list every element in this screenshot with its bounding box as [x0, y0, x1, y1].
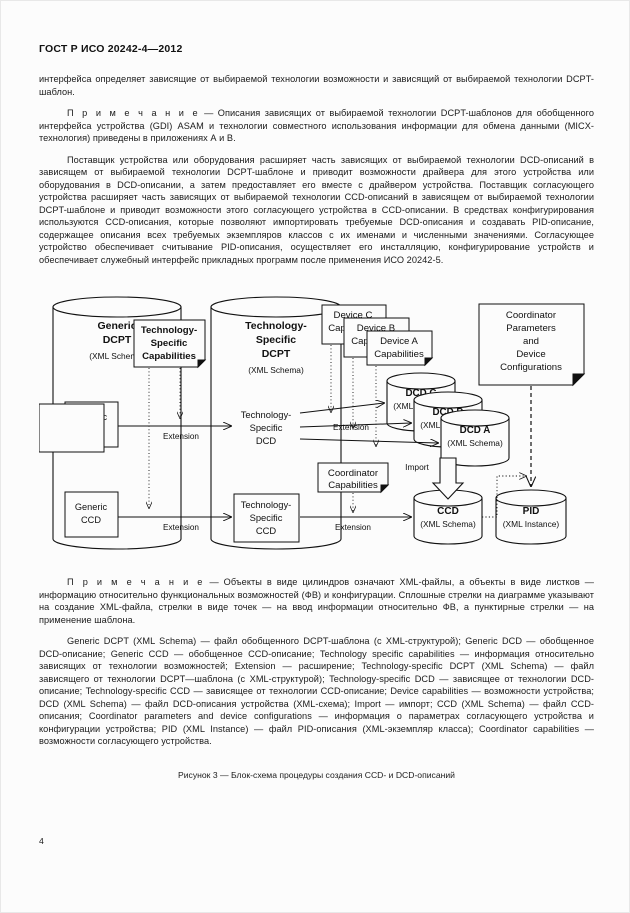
- coord-params-line-4: Device: [516, 349, 545, 360]
- block-diagram-svg: Generic DCPT (XML Schema) Generic DCD Ge…: [39, 296, 586, 550]
- dcd-b-title: DCD B: [432, 407, 463, 418]
- legend-note-lead: П р и м е ч а н и е: [67, 577, 205, 587]
- coord-caps-line-1: Coordinator: [328, 468, 379, 479]
- coord-caps-line-2: Capabilities: [328, 480, 378, 491]
- edge-label-extension-ccd: Extension: [335, 523, 371, 532]
- generic-dcpt-title-1: Generic: [97, 320, 136, 332]
- dcd-c-title: DCD C: [405, 388, 436, 399]
- tsc-line-3: Capabilities: [142, 351, 196, 362]
- tsdcd-line-3: DCD: [256, 435, 277, 446]
- paragraph-1: интерфейса определяет зависящие от выбир…: [39, 74, 594, 97]
- tsdcpt-sub: (XML Schema): [248, 365, 304, 375]
- device-a-line-2: Capabilities: [374, 349, 424, 360]
- figure-caption: Рисунок 3 — Блок-схема процедуры создани…: [178, 769, 455, 780]
- edge-label-extension-mid: Extension: [333, 423, 369, 432]
- edge-ts-dcd-to-dcd-c: [299, 403, 384, 414]
- coord-params-line-1: Coordinator: [506, 310, 557, 321]
- edge-label-extension-bottom: Extension: [163, 523, 199, 532]
- note-lead: П р и м е ч а н и е: [67, 108, 200, 118]
- generic-ccd-line-1: Generic: [75, 502, 108, 512]
- coord-params-line-2: Parameters: [506, 323, 556, 334]
- node-technology-specific-capabilities: Technology- Specific Capabilities: [133, 319, 207, 369]
- figure-legend: П р и м е ч а н и е — Объекты в виде цил…: [39, 576, 594, 748]
- edge-ccd-to-pid: [482, 476, 526, 518]
- tsdcpt-title-3: DCPT: [262, 348, 291, 360]
- edge-label-extension-top: Extension: [163, 432, 199, 441]
- device-c-line-1: Device C: [334, 310, 373, 321]
- device-a-line-1: Device A: [380, 336, 418, 347]
- generic-dcpt-sub: (XML Schema): [89, 351, 145, 361]
- coord-params-line-3: and: [523, 336, 539, 347]
- tsdcpt-title-2: Specific: [256, 334, 296, 346]
- node-technology-specific-dcd: Technology- Specific DCD: [39, 403, 292, 453]
- dcd-a-title: DCD A: [460, 425, 491, 436]
- edge-ts-dcd-to-dcd-b: [299, 423, 411, 428]
- edge-ts-dcd-to-dcd-a: [299, 438, 438, 443]
- page-content: ГОСТ Р ИСО 20242-4—2012 интерфейса опред…: [39, 43, 595, 780]
- tsdcd-line-1: Technology-: [241, 409, 292, 420]
- tsdcpt-title-1: Technology-: [245, 320, 307, 332]
- note-body: — Описания зависящих от выбираемой техно…: [39, 108, 595, 143]
- document-header: ГОСТ Р ИСО 20242-4—2012: [39, 43, 183, 55]
- node-pid: PID (XML Instance): [495, 489, 567, 545]
- tsdcd-line-2: Specific: [250, 422, 283, 433]
- legend-glossary: Generic DCPT (XML Schema) — файл обобщен…: [39, 636, 594, 746]
- paragraph-note-1: П р и м е ч а н и е — Описания зависящих…: [39, 107, 594, 145]
- node-coordinator-capabilities: Coordinator Capabilities: [317, 462, 390, 494]
- node-dcd-a: DCD A (XML Schema): [440, 409, 510, 467]
- paragraph-3: Поставщик устройства или оборудования ра…: [39, 154, 594, 265]
- edge-label-import: Import: [405, 462, 429, 472]
- node-technology-specific-dcpt: Technology- Specific DCPT (XML Schema): [210, 296, 342, 550]
- node-coordinator-parameters: Coordinator Parameters and Device Config…: [478, 303, 586, 387]
- node-device-a-capabilities: Device A Capabilities: [366, 330, 434, 367]
- pid-title: PID: [523, 506, 540, 517]
- ccd-title: CCD: [437, 506, 459, 517]
- tsccd-line-3: CCD: [256, 525, 277, 536]
- ccd-sub: (XML Schema): [420, 519, 476, 529]
- dcd-a-sub: (XML Schema): [447, 438, 503, 448]
- node-technology-specific-ccd: Technology- Specific CCD: [233, 493, 300, 543]
- tsc-line-1: Technology-: [141, 325, 197, 336]
- coord-params-line-5: Configurations: [500, 362, 562, 373]
- pid-sub: (XML Instance): [503, 519, 560, 529]
- legend-note-body: — Объекты в виде цилиндров означают XML-…: [39, 577, 594, 625]
- figure-block-diagram: Generic DCPT (XML Schema) Generic DCD Ge…: [39, 286, 595, 554]
- edge-import-block-arrow: [431, 457, 465, 500]
- tsccd-line-1: Technology-: [241, 499, 292, 510]
- legend-note: П р и м е ч а н и е — Объекты в виде цил…: [39, 576, 594, 626]
- generic-dcpt-title-2: DCPT: [103, 334, 132, 346]
- generic-ccd-line-2: CCD: [81, 515, 101, 525]
- tsc-line-2: Specific: [151, 338, 188, 349]
- node-ccd: CCD (XML Schema): [413, 489, 483, 545]
- device-b-line-1: Device B: [357, 323, 395, 334]
- page-number: 4: [39, 836, 44, 846]
- tsccd-line-2: Specific: [250, 512, 283, 523]
- node-generic-ccd: Generic CCD: [64, 491, 119, 538]
